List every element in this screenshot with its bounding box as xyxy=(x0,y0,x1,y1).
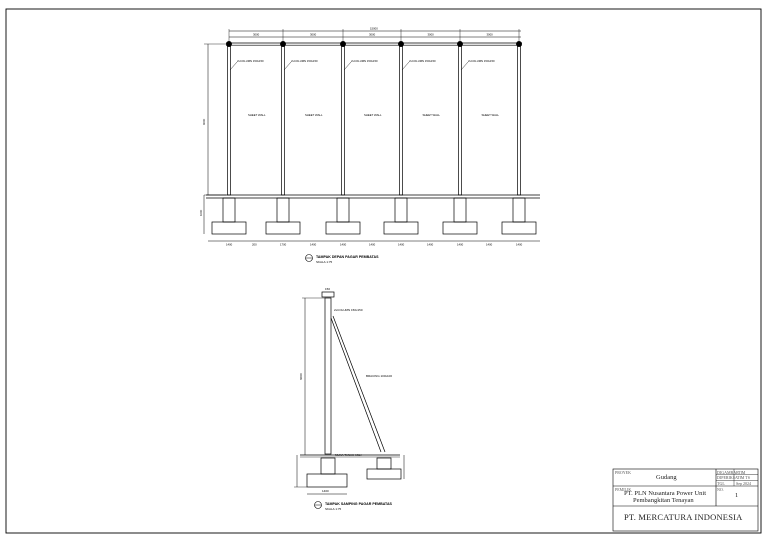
column xyxy=(517,43,521,196)
brace-footing-base xyxy=(366,468,402,480)
sheet-no-label: NO. xyxy=(717,487,724,492)
side-top-label: 150 xyxy=(325,287,330,291)
footing-pedestal xyxy=(453,197,467,223)
title-block xyxy=(612,468,759,532)
column-tag: 2xCOLUMN 150x150 xyxy=(468,59,495,63)
column xyxy=(399,43,403,196)
tag-leader xyxy=(460,61,469,71)
side-footing-pedestal xyxy=(320,457,336,475)
footing-pedestal xyxy=(222,197,236,223)
footing-dim-label: 1000 xyxy=(199,209,203,216)
column-tag: 2xCOLUMN 150x150 xyxy=(291,59,318,63)
footing-base xyxy=(383,221,419,235)
column-top-node xyxy=(340,41,346,47)
tag-leader xyxy=(343,61,352,71)
footing-base xyxy=(442,221,478,235)
footing-base xyxy=(501,221,537,235)
panel-note: SHEET WALL xyxy=(248,113,266,117)
side-elevation-view xyxy=(294,291,405,495)
tag-leader xyxy=(283,61,292,71)
column xyxy=(341,43,345,196)
column-top-node xyxy=(516,41,522,47)
company-name: PT. MERCATURA INDONESIA xyxy=(624,512,743,522)
client-line-2: Pembangkitan Tenayan xyxy=(633,497,694,504)
side-column xyxy=(324,297,332,455)
footing-base xyxy=(325,221,361,235)
project-name: Gudang xyxy=(656,474,677,481)
client-field-label: PEMILIK xyxy=(615,487,632,492)
checked-value: TIM TS xyxy=(737,475,750,481)
client-line-1: PT. PLN Nusantara Power Unit xyxy=(624,490,707,497)
column-tag: 2xCOLUMN 150x150 xyxy=(409,59,436,63)
panel-note: SHEET WALL xyxy=(305,113,323,117)
panel-note: SHEET WALL xyxy=(423,113,441,117)
bottom-dim-label: 1400 xyxy=(486,243,493,247)
bottom-dim-label: 1400 xyxy=(310,243,317,247)
column-tag: 2xCOLUMN 150x150 xyxy=(237,59,264,63)
column-top-node xyxy=(398,41,404,47)
front-caption-title: TAMPAK DEPAN PAGAR PEMBATAS xyxy=(316,255,379,259)
bay-dim-label: 3000 xyxy=(310,33,317,37)
footing-pedestal xyxy=(394,197,408,223)
side-column-cap xyxy=(321,291,335,298)
bottom-dim-label: 1400 xyxy=(427,243,434,247)
footing-pedestal xyxy=(512,197,526,223)
drawn-value: TIM xyxy=(738,469,746,475)
front-caption-scale: SKALA 1:75 xyxy=(316,260,333,264)
side-footing-label: 1400 xyxy=(322,489,329,493)
bay-dim-label: 3000 xyxy=(253,33,260,37)
footing-pedestal xyxy=(336,197,350,223)
bay-dim-label: 3000 xyxy=(487,33,494,37)
footing-pedestal xyxy=(276,197,290,223)
height-dim-label: 6000 xyxy=(202,118,206,125)
side-ground-label: MUKA TANAH ASLI xyxy=(335,453,362,457)
bottom-dim-label: 1400 xyxy=(340,243,347,247)
date-value: Sep 2024 xyxy=(736,481,751,486)
panel-note: SHEET WALL xyxy=(364,113,382,117)
bottom-dim-label: 1400 xyxy=(369,243,376,247)
bottom-dim-label: 1700 xyxy=(280,243,287,247)
side-height-label: 6000 xyxy=(299,373,303,380)
side-brace-tag: BRACING 100x100 xyxy=(366,374,392,378)
checked-label: DIPERIKSA xyxy=(717,475,738,481)
side-column-tag: 2xCOLUMN 150x150 xyxy=(334,308,363,312)
bottom-dim-label: 200 xyxy=(252,243,257,247)
front-elevation-view: 15000 3000 3000 3000 3000 3000 2xCOLUMN 150x15… xyxy=(199,27,540,264)
side-caption-scale: SKALA 1:75 xyxy=(325,507,342,511)
side-caption-title: TAMPAK SAMPING PAGAR PEMBATAS xyxy=(325,502,393,506)
bay-dim-label: 3000 xyxy=(369,33,376,37)
column-top-node xyxy=(280,41,286,47)
side-caption: TAMPAK SAMPING PAGAR PEMBATAS SKALA 1:75 xyxy=(314,501,393,511)
bottom-dim-label: 1400 xyxy=(226,243,233,247)
tag-leader xyxy=(229,61,238,71)
column xyxy=(227,43,231,196)
sheet-border xyxy=(5,8,762,534)
column xyxy=(281,43,285,196)
column xyxy=(458,43,462,196)
overall-dim-label: 15000 xyxy=(370,27,378,31)
side-footing-base xyxy=(306,473,348,488)
drawn-label: DIGAMBAR xyxy=(717,469,739,475)
bottom-dim-label: 1400 xyxy=(457,243,464,247)
brace-footing-pedestal xyxy=(376,457,392,470)
bottom-dim-label: 1400 xyxy=(398,243,405,247)
column-top-node xyxy=(226,41,232,47)
bay-dim-label: 3000 xyxy=(428,33,435,37)
side-brace xyxy=(330,317,382,453)
footing-base xyxy=(265,221,301,235)
panel-note: SHEET WALL xyxy=(482,113,500,117)
date-label: TGL xyxy=(717,481,725,486)
tag-leader xyxy=(401,61,410,71)
sheet-number: 1 xyxy=(735,492,739,499)
column-top-node xyxy=(457,41,463,47)
project-field-label: PROYEK xyxy=(615,470,632,475)
bottom-dim-label: 1400 xyxy=(516,243,523,247)
column-tag: 2xCOLUMN 150x150 xyxy=(351,59,378,63)
footing-base xyxy=(211,221,247,235)
